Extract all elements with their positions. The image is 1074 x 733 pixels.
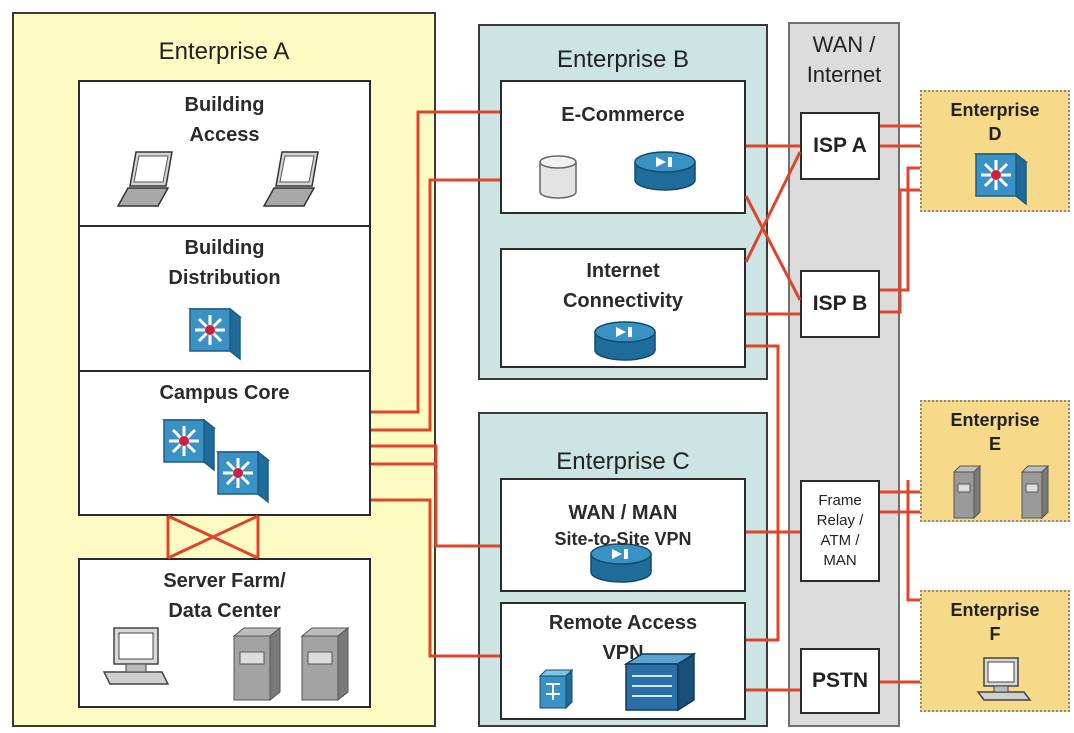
workstation-icon <box>102 627 170 685</box>
isp-b-box: ISP B <box>800 270 880 338</box>
building-access-box: Building Access <box>78 80 371 227</box>
wan-man-box: WAN / MAN Site-to-Site VPN <box>500 478 746 592</box>
link-frame-relay-to-enterprise-f <box>906 480 920 602</box>
pstn-box: PSTN <box>800 648 880 714</box>
laptop-icon <box>262 151 319 207</box>
building-access-label: Building Access <box>184 94 265 146</box>
isp-b-label: ISP B <box>812 292 868 315</box>
frame-relay-box: Frame Relay / ATM / MAN <box>800 480 880 582</box>
link-internet-to-isp-a <box>744 151 802 263</box>
site-to-site-vpn-label: Site-to-Site VPN <box>554 529 692 549</box>
workstation-icon <box>976 657 1032 701</box>
enterprise-e-region: Enterprise E <box>920 400 1070 522</box>
server-icon <box>1020 464 1050 520</box>
frame-relay-label: Frame Relay / ATM / MAN <box>816 492 864 569</box>
enterprise-e-title: Enterprise E <box>950 410 1040 454</box>
server-icon <box>300 626 350 702</box>
link-core-to-remote-access-2 <box>371 498 500 658</box>
remote-access-vpn-box: Remote Access VPN <box>500 602 746 720</box>
campus-core-box: Campus Core <box>78 370 371 516</box>
campus-core-label: Campus Core <box>159 382 290 404</box>
building-distribution-label: Building Distribution <box>168 237 281 289</box>
router-icon <box>594 321 656 361</box>
wan-internet-title: WAN / Internet <box>806 32 882 87</box>
vpn-firewall-icon <box>623 652 697 712</box>
link-core-to-ecommerce-2 <box>371 178 500 432</box>
multilayer-switch-icon <box>161 418 217 472</box>
enterprise-f-region: Enterprise F <box>920 590 1070 712</box>
enterprise-b-title: Enterprise B <box>556 46 690 73</box>
database-icon <box>539 155 577 199</box>
server-icon <box>952 464 982 520</box>
enterprise-d-title: Enterprise D <box>950 100 1040 144</box>
link-internet-to-remote-access <box>746 344 780 642</box>
isp-a-label: ISP A <box>813 134 867 157</box>
multilayer-switch-icon <box>973 152 1029 206</box>
router-icon <box>634 151 696 191</box>
ecommerce-label: E-Commerce <box>561 104 685 126</box>
enterprise-a-title: Enterprise A <box>158 38 290 65</box>
server-farm-label: Server Farm/ Data Center <box>163 570 286 622</box>
vpn-concentrator-icon <box>538 668 574 710</box>
multilayer-switch-icon <box>187 307 243 361</box>
internet-connectivity-box: Internet Connectivity <box>500 248 746 368</box>
router-icon <box>590 543 652 583</box>
enterprise-d-region: Enterprise D <box>920 90 1070 212</box>
internet-connectivity-label: Internet Connectivity <box>562 260 684 312</box>
link-isp-b-to-enterprise-d <box>880 166 920 292</box>
link-isp-b-to-enterprise-d-2 <box>880 188 920 314</box>
enterprise-f-title: Enterprise F <box>950 600 1040 644</box>
laptop-icon <box>116 151 173 207</box>
ecommerce-box: E-Commerce <box>500 80 746 214</box>
link-core-to-wan-man <box>371 444 500 548</box>
isp-a-box: ISP A <box>800 112 880 180</box>
wan-man-label: WAN / MAN <box>568 502 678 524</box>
link-core-to-ecommerce <box>371 110 500 414</box>
building-distribution-box: Building Distribution <box>78 225 371 372</box>
multilayer-switch-icon <box>215 450 271 504</box>
link-ecommerce-to-isp-b <box>744 195 802 301</box>
enterprise-c-title: Enterprise C <box>556 448 690 475</box>
link-core-to-server-farm-cross-2 <box>167 514 259 560</box>
remote-access-vpn-label: Remote Access VPN <box>548 612 698 664</box>
server-icon <box>232 626 282 702</box>
pstn-label: PSTN <box>811 669 868 692</box>
server-farm-box: Server Farm/ Data Center <box>78 558 371 708</box>
